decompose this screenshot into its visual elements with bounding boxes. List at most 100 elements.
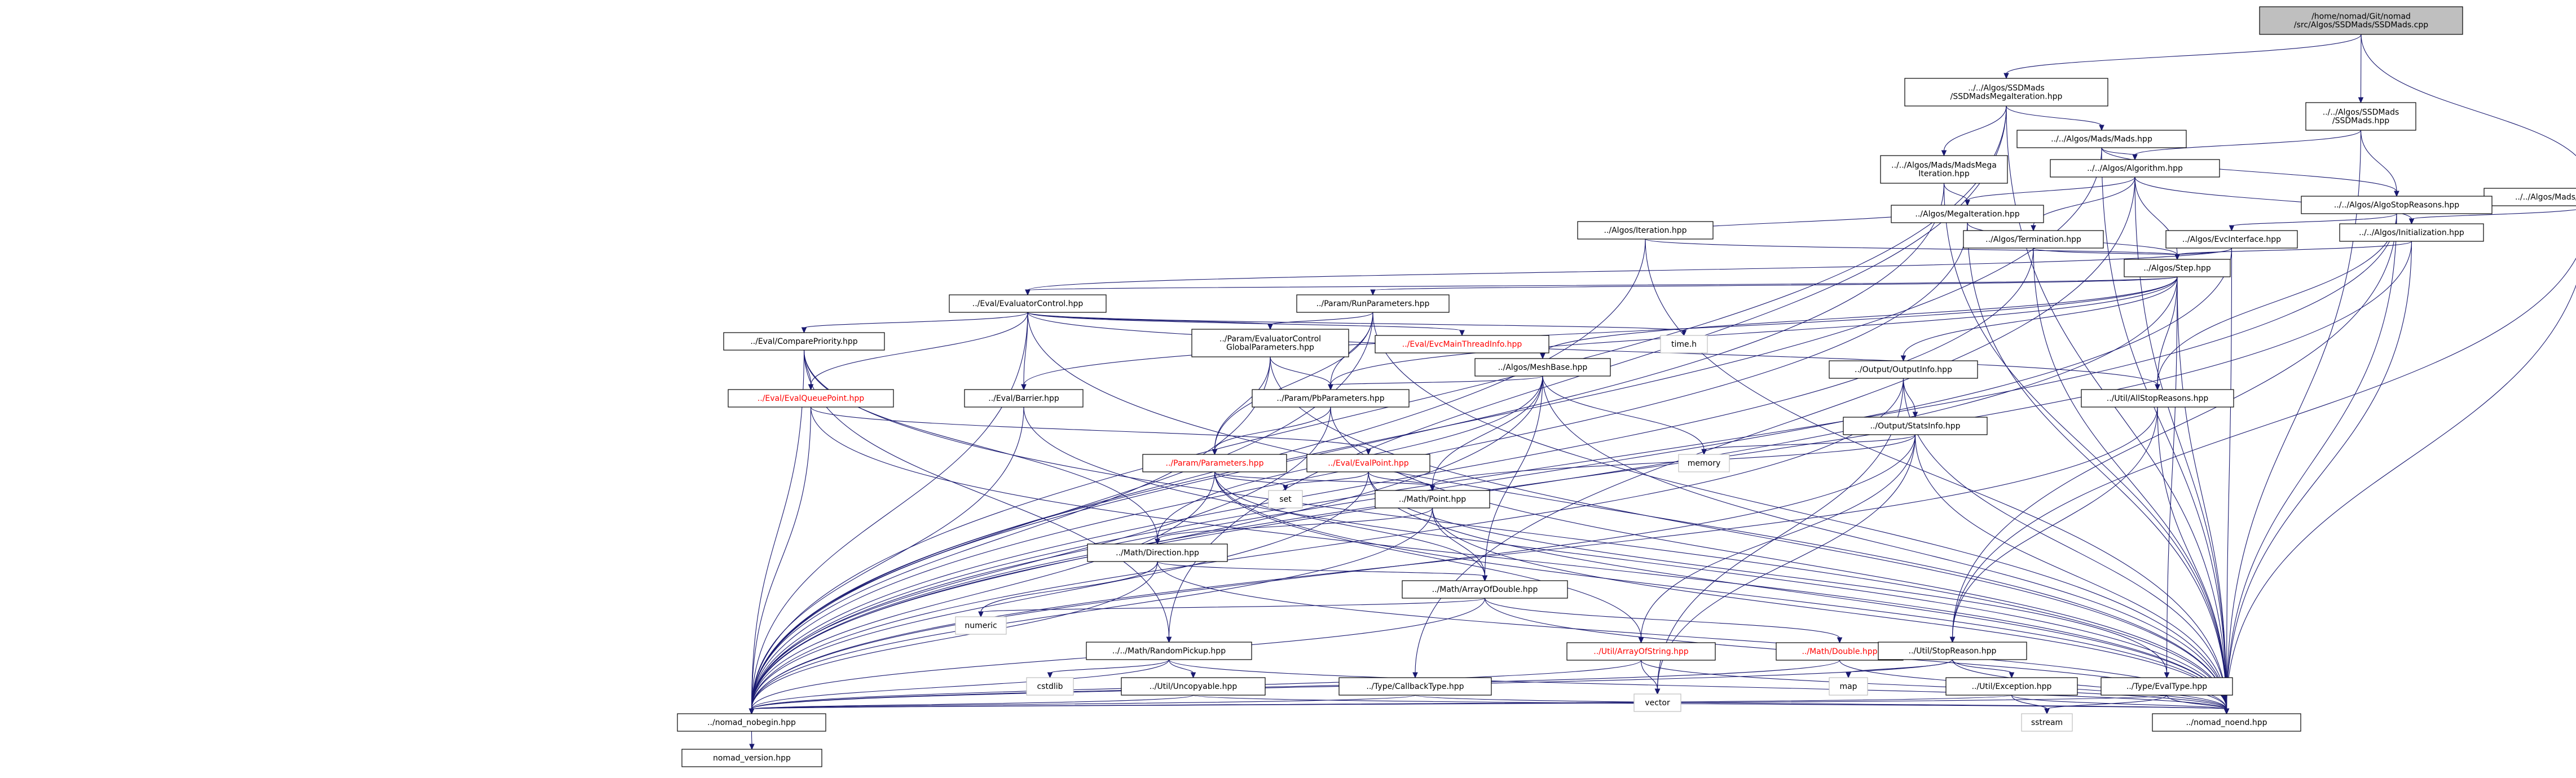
node-step[interactable]: ../Algos/Step.hpp (2124, 259, 2231, 277)
node-root[interactable]: /home/nomad/Git/nomad/src/Algos/SSDMads/… (2259, 6, 2463, 35)
edge-arrowhead-evaltype-to-noend (2223, 708, 2230, 715)
node-label-memory: memory (1688, 459, 1721, 468)
edge-evaltype-to-sstream (2046, 695, 2168, 710)
edge-pbparams-to-parameters (1214, 406, 1331, 450)
edge-evalctrl-to-allstop (1027, 312, 2158, 386)
node-label-algostop: ../../Algos/AlgoStopReasons.hpp (2334, 201, 2459, 210)
node-box-randompickup (1086, 642, 1252, 660)
edge-arrowhead-stopreason-to-map (1846, 672, 1851, 679)
node-madshpp[interactable]: ../../Algos/Mads/Mads.hpp (2016, 130, 2187, 148)
node-version[interactable]: nomad_version.hpp (681, 749, 822, 767)
node-box-ssdmads (2305, 102, 2416, 131)
edge-outputinfo-to-vector (1657, 378, 1904, 690)
edge-algorithm-to-megaiter (1967, 176, 2135, 201)
node-allstop[interactable]: ../Util/AllStopReasons.hpp (2081, 389, 2234, 408)
edge-madsmega-to-megaiter (1943, 183, 1968, 201)
node-label-ssdmega: ../../Algos/SSDMads (1968, 84, 2045, 93)
node-statsinfo[interactable]: ../Output/StatsInfo.hpp (1843, 417, 1988, 435)
edge-parameters-to-arrayofstring (1214, 471, 1642, 639)
edge-arrowhead-algostop-to-evcinterface (2229, 225, 2235, 232)
node-initialization[interactable]: ../../Algos/Initialization.hpp (2339, 223, 2484, 242)
node-barrier[interactable]: ../Eval/Barrier.hpp (964, 389, 1084, 408)
edge-arrowhead-stopreason-to-exception (2009, 672, 2015, 679)
node-termination[interactable]: ../Algos/Termination.hpp (1963, 230, 2104, 249)
node-algostop[interactable]: ../../Algos/AlgoStopReasons.hpp (2301, 196, 2493, 214)
edge-step-to-outputinfo (1903, 276, 2178, 357)
node-noend[interactable]: ../nomad_noend.hpp (2152, 713, 2301, 732)
node-direction[interactable]: ../Math/Direction.hpp (1087, 543, 1228, 562)
edge-arrowhead-step-to-runparams (1370, 289, 1376, 296)
node-label-barrier: ../Eval/Barrier.hpp (988, 394, 1059, 403)
node-evalctrl[interactable]: ../Eval/EvaluatorControl.hpp (949, 294, 1107, 313)
node-uncopyable[interactable]: ../Util/Uncopyable.hpp (1121, 677, 1266, 696)
edge-arrowhead-evcinterface-to-step (2174, 254, 2180, 260)
edge-meshbase-to-arrayofdouble (1484, 375, 1543, 577)
node-pbparams[interactable]: ../Param/PbParameters.hpp (1252, 389, 1410, 408)
node-evaltype[interactable]: ../Type/EvalType.hpp (2101, 677, 2233, 696)
node-evcmain[interactable]: ../Eval/EvcMainThreadInfo.hpp (1375, 335, 1549, 353)
node-numeric: numeric (955, 616, 1007, 635)
node-exception[interactable]: ../Util/Exception.hpp (1945, 677, 2078, 696)
node-set: set (1268, 490, 1303, 509)
node-evcinterface[interactable]: ../Algos/EvcInterface.hpp (2165, 230, 2298, 249)
node-vector: vector (1633, 693, 1681, 712)
node-algorithm[interactable]: ../../Algos/Algorithm.hpp (2050, 159, 2220, 178)
node-timeh: time.h (1660, 335, 1708, 353)
node-stopreason[interactable]: ../Util/StopReason.hpp (1878, 642, 2027, 660)
node-label-evalqueue: ../Eval/EvalQueuePoint.hpp (758, 394, 864, 403)
node-parameters[interactable]: ../Param/Parameters.hpp (1142, 454, 1287, 472)
edge-arrowhead-evalctrl-to-compareprio (801, 327, 807, 334)
node-meshbase[interactable]: ../Algos/MeshBase.hpp (1474, 358, 1611, 377)
node-madsmega[interactable]: ../../Algos/Mads/MadsMegaIteration.hpp (1880, 155, 2008, 184)
edge-step-to-noend (2177, 276, 2227, 710)
node-evalpoint[interactable]: ../Eval/EvalPoint.hpp (1306, 454, 1430, 472)
node-label-statsinfo: ../Output/StatsInfo.hpp (1870, 422, 1960, 431)
node-randompickup[interactable]: ../../Math/RandomPickup.hpp (1086, 642, 1252, 660)
edge-evalctrlglobal-to-pbparams (1270, 356, 1331, 386)
node-label-termination: ../Algos/Termination.hpp (1985, 235, 2081, 244)
node-label-randompickup: ../../Math/RandomPickup.hpp (1112, 647, 1226, 656)
edge-ssdmega-to-noend (2006, 105, 2227, 710)
node-box-cstdlib (1026, 677, 1074, 696)
edge-statsinfo-to-vector (1657, 434, 1916, 690)
node-box-version (681, 749, 822, 767)
edge-iteration-to-noend (1645, 238, 2227, 710)
node-label-exception: ../Util/Exception.hpp (1972, 682, 2052, 691)
edge-arrowhead-arrayofdouble-to-double (1837, 637, 1843, 644)
node-ssdmega[interactable]: ../../Algos/SSDMads/SSDMadsMegaIteration… (1904, 78, 2108, 107)
node-point[interactable]: ../Math/Point.hpp (1375, 490, 1490, 509)
node-evalctrlglobal[interactable]: ../Param/EvaluatorControlGlobalParameter… (1191, 329, 1349, 357)
node-box-exception (1945, 677, 2078, 696)
node-label-double: ../Math/Double.hpp (1802, 647, 1877, 656)
node-arrayofstring[interactable]: ../Util/ArrayOfString.hpp (1566, 642, 1716, 661)
node-runparams[interactable]: ../Param/RunParameters.hpp (1296, 294, 1450, 313)
node-box-ssdmega (1904, 78, 2108, 107)
edge-parameters-to-nobegin (751, 471, 1216, 710)
node-box-direction (1087, 543, 1228, 562)
node-box-meshbase (1474, 358, 1611, 377)
edge-compareprio-to-noend (803, 350, 2227, 710)
node-arrayofdouble[interactable]: ../Math/ArrayOfDouble.hpp (1402, 580, 1568, 599)
node-label-megaiter: ../Algos/MegaIteration.hpp (1915, 210, 2019, 219)
edge-step-to-runparams (1372, 276, 2178, 291)
edge-exception-to-nobegin (751, 695, 2013, 710)
node-box-map (1829, 677, 1868, 696)
node-label-evcinterface: ../Algos/EvcInterface.hpp (2182, 235, 2281, 244)
node-label-outputinfo: ../Output/OutputInfo.hpp (1855, 365, 1952, 374)
node-madsinit[interactable]: ../../Algos/Mads/MadsInitialization.hpp (2483, 188, 2576, 206)
edge-compareprio-to-nobegin (751, 350, 805, 710)
node-iteration[interactable]: ../Algos/Iteration.hpp (1577, 221, 1714, 240)
node-ssdmads[interactable]: ../../Algos/SSDMads/SSDMads.hpp (2305, 102, 2416, 131)
node-box-arrayofstring (1566, 642, 1716, 661)
node-evalqueue[interactable]: ../Eval/EvalQueuePoint.hpp (728, 389, 894, 408)
node-callbacktype[interactable]: ../Type/CallbackType.hpp (1338, 677, 1492, 696)
node-compareprio[interactable]: ../Eval/ComparePriority.hpp (723, 332, 885, 351)
node-label-algorithm: ../../Algos/Algorithm.hpp (2087, 164, 2183, 173)
node-nobegin[interactable]: ../nomad_nobegin.hpp (677, 713, 826, 732)
node-label-initialization: ../../Algos/Initialization.hpp (2359, 228, 2464, 237)
node-label-point: ../Math/Point.hpp (1399, 495, 1466, 504)
node-megaiter[interactable]: ../Algos/MegaIteration.hpp (1891, 205, 2044, 223)
node-outputinfo[interactable]: ../Output/OutputInfo.hpp (1829, 360, 1978, 379)
edge-allstop-to-nobegin (751, 406, 2158, 710)
